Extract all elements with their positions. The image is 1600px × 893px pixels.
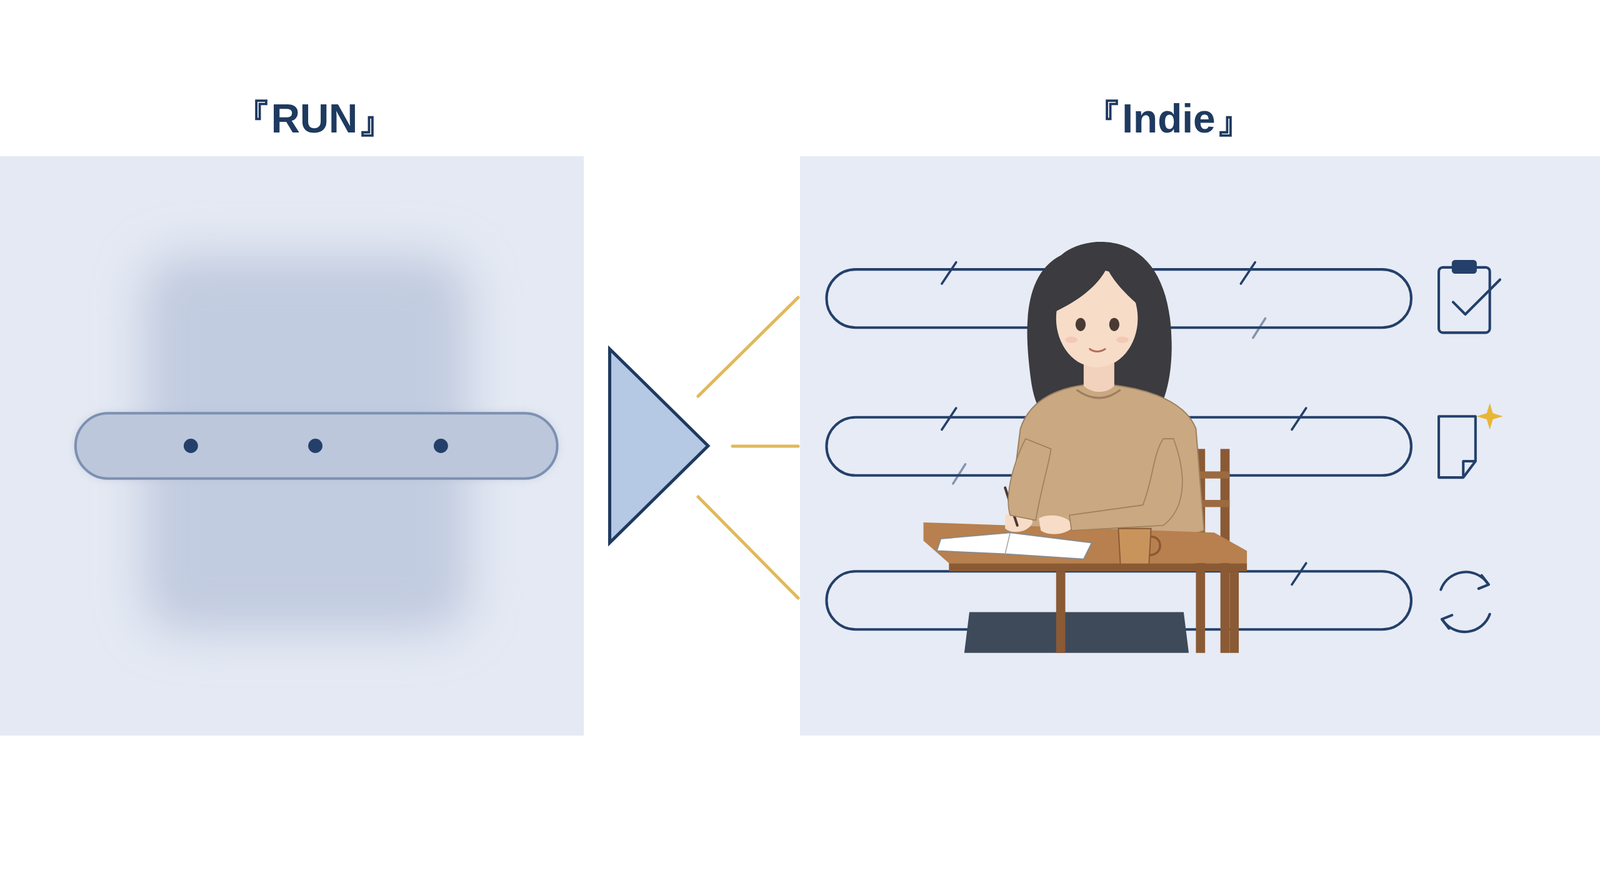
woman-illustration-part [1118,528,1151,565]
panel-ground [0,156,584,736]
woman-illustration-part [964,612,1189,654]
document-icon-part [1438,416,1476,478]
woman-illustration-part [1109,318,1120,332]
woman-illustration-part [1076,390,1120,399]
bar-dots-part [183,438,199,454]
clipboard-icon-part [1438,267,1490,333]
cycle-icon-part [1441,615,1452,629]
bar-dots [183,438,449,454]
blurred-bar [75,413,558,479]
woman-illustration-part [1229,571,1239,654]
panel: 『Indie』 [800,156,1600,736]
flow-arrow [583,349,800,544]
woman-illustration-part [1065,336,1078,344]
clipboard-icon-part [1453,279,1500,314]
woman-illustration-part [1038,515,1074,535]
document-icon-part [1476,403,1503,430]
woman-illustration-part [948,563,1247,572]
bar-ticks-part [1253,318,1266,338]
panel-heading: 『RUN』 [231,96,399,143]
fan-lines-part [732,445,799,449]
bar-dots-part [433,438,449,454]
panel: 『RUN』 [0,156,584,736]
fan-lines [698,297,799,599]
woman-illustration-part [1116,336,1129,344]
heading-slot: 『Indie』 [1081,96,1255,143]
woman-illustration-part [1008,438,1051,521]
woman-illustration-part [1056,255,1140,312]
run-illustration [0,156,584,736]
bar-ticks-part [1291,408,1307,430]
task-bars [826,269,1412,630]
woman-illustration [923,241,1248,654]
woman-illustration-part [1069,438,1183,531]
panel-ground [800,156,1600,736]
woman-illustration-part [1075,318,1086,332]
bar-ticks-part [941,262,957,284]
woman-illustration-part [1056,571,1066,654]
bar-ticks-part [1240,262,1255,284]
woman-illustration-part [1150,536,1160,555]
woman-illustration-part [1005,532,1010,554]
bar-glow [75,413,558,479]
heading-slot: 『RUN』 [231,96,399,143]
woman-illustration-part [1195,471,1230,479]
fan-lines-part [698,297,799,397]
bar-ticks-part [953,464,966,484]
cycle-icon [1440,571,1490,632]
bar-ticks-part [941,408,957,430]
clipboard-icon-part [1453,261,1476,273]
fan-lines-part [698,496,799,599]
clipboard-icon [1438,261,1500,333]
document-icon [1438,403,1504,478]
woman-illustration-part [936,532,1092,559]
panel-heading: 『Indie』 [1081,96,1255,143]
indie-illustration [800,156,1600,736]
bar-ticks-part [1291,563,1307,585]
cycle-icon-part [1478,575,1489,589]
bar-dots-part [308,438,323,454]
arrow-head [610,349,709,544]
document-icon-part [1463,461,1476,478]
woman-illustration-part [1090,348,1105,352]
